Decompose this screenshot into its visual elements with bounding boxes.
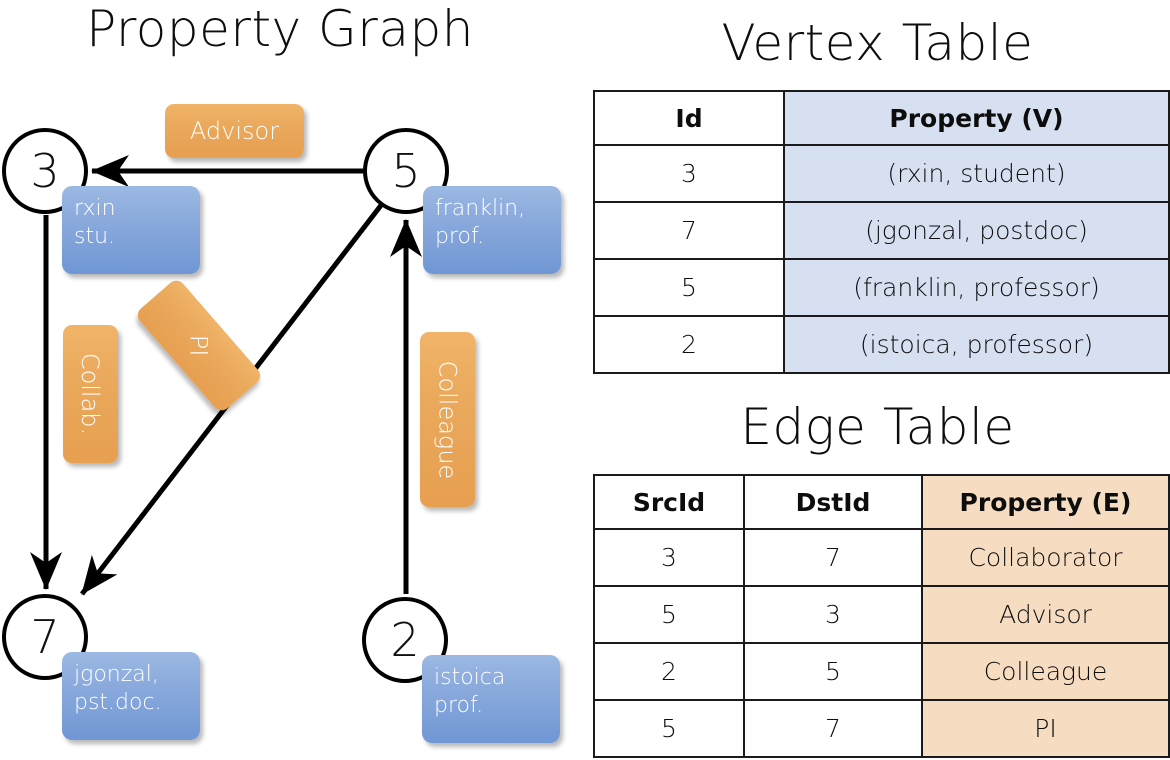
- vertex-property-box-3-line2: stu.: [74, 223, 116, 249]
- edge-row-1-dst: 3: [743, 585, 923, 644]
- edge-table-header-dstid: DstId: [743, 474, 923, 530]
- graph-node-2-label: 2: [390, 613, 420, 667]
- vertex-row-2-property: (franklin, professor): [783, 258, 1170, 317]
- vertex-table-title: Vertex Table: [721, 14, 1034, 72]
- edge-row-2-src: 2: [593, 642, 745, 701]
- edge-row-3-dst: 7: [743, 699, 923, 758]
- table-row[interactable]: 7 (jgonzal, postdoc): [593, 201, 1170, 260]
- vertex-row-2-id: 5: [593, 258, 785, 317]
- edge-row-1-property: Advisor: [921, 585, 1170, 644]
- graph-node-7-label: 7: [30, 610, 60, 664]
- graph-node-3-label: 3: [30, 144, 60, 198]
- vertex-property-box-2-line2: prof.: [434, 692, 484, 718]
- edge-row-2-dst: 5: [743, 642, 923, 701]
- edge-table-header-srcid: SrcId: [593, 474, 745, 530]
- vertex-table-header-id: Id: [593, 90, 785, 146]
- graph-node-5-label: 5: [391, 144, 421, 198]
- graph-node-2[interactable]: 2: [362, 597, 448, 683]
- table-row[interactable]: 2 (istoica, professor): [593, 315, 1170, 374]
- edge-label-advisor-text: Advisor: [189, 117, 280, 145]
- vertex-row-1-property: (jgonzal, postdoc): [783, 201, 1170, 260]
- vertex-property-box-7-line1: jgonzal,: [74, 662, 159, 687]
- edge-table-header-property: Property (E): [921, 474, 1170, 530]
- vertex-row-3-property: (istoica, professor): [783, 315, 1170, 374]
- table-row[interactable]: 3 (rxin, student): [593, 144, 1170, 203]
- edge-label-pi-text: PI: [185, 334, 213, 357]
- property-graph-panel: Property Graph 3 5 7 2 rxin stu. frankli…: [2, 0, 561, 743]
- vertex-table-header-row: Id Property (V): [593, 90, 1170, 146]
- edge-row-1-src: 5: [593, 585, 745, 644]
- vertex-table-panel: Vertex Table Id Property (V) 3 (rxin, st…: [585, 0, 1170, 374]
- vertex-property-box-2[interactable]: istoica prof.: [422, 655, 560, 743]
- table-row[interactable]: 3 7 Collaborator: [593, 528, 1170, 587]
- edge-table: SrcId DstId Property (E) 3 7 Collaborato…: [593, 474, 1170, 758]
- edge-row-3-property: PI: [921, 699, 1170, 758]
- vertex-row-3-id: 2: [593, 315, 785, 374]
- edge-label-collab[interactable]: Collab.: [63, 325, 118, 463]
- edge-table-title: Edge Table: [740, 398, 1015, 456]
- vertex-property-box-5-line1: franklin,: [435, 196, 526, 221]
- vertex-property-box-7-line2: pst.doc.: [74, 689, 162, 715]
- table-row[interactable]: 2 5 Colleague: [593, 642, 1170, 701]
- vertex-row-0-id: 3: [593, 144, 785, 203]
- edge-table-panel: Edge Table SrcId DstId Property (E) 3 7 …: [585, 390, 1170, 758]
- vertex-row-1-id: 7: [593, 201, 785, 260]
- edge-label-collab-text: Collab.: [76, 352, 105, 436]
- vertex-property-box-7[interactable]: jgonzal, pst.doc.: [62, 652, 200, 740]
- graph-node-5[interactable]: 5: [363, 128, 449, 214]
- edge-table-header-row: SrcId DstId Property (E): [593, 474, 1170, 530]
- edge-row-2-property: Colleague: [921, 642, 1170, 701]
- edge-row-3-src: 5: [593, 699, 745, 758]
- table-row[interactable]: 5 (franklin, professor): [593, 258, 1170, 317]
- edge-row-0-property: Collaborator: [921, 528, 1170, 587]
- vertex-table-header-property: Property (V): [783, 90, 1170, 146]
- vertex-property-box-3-line1: rxin: [74, 196, 116, 221]
- edge-row-0-dst: 7: [743, 528, 923, 587]
- table-row[interactable]: 5 7 PI: [593, 699, 1170, 758]
- edge-row-0-src: 3: [593, 528, 745, 587]
- vertex-property-box-5[interactable]: franklin, prof.: [423, 186, 561, 274]
- edge-label-advisor[interactable]: Advisor: [165, 104, 304, 158]
- edge-label-colleague[interactable]: Colleague: [420, 332, 475, 507]
- vertex-table: Id Property (V) 3 (rxin, student) 7 (jgo…: [593, 90, 1170, 374]
- vertex-property-box-3[interactable]: rxin stu.: [62, 186, 200, 274]
- edge-label-colleague-text: Colleague: [433, 360, 462, 479]
- graph-title: Property Graph: [86, 0, 474, 58]
- vertex-property-box-2-line1: istoica: [434, 665, 506, 690]
- vertex-property-box-5-line2: prof.: [435, 223, 485, 249]
- vertex-row-0-property: (rxin, student): [783, 144, 1170, 203]
- table-row[interactable]: 5 3 Advisor: [593, 585, 1170, 644]
